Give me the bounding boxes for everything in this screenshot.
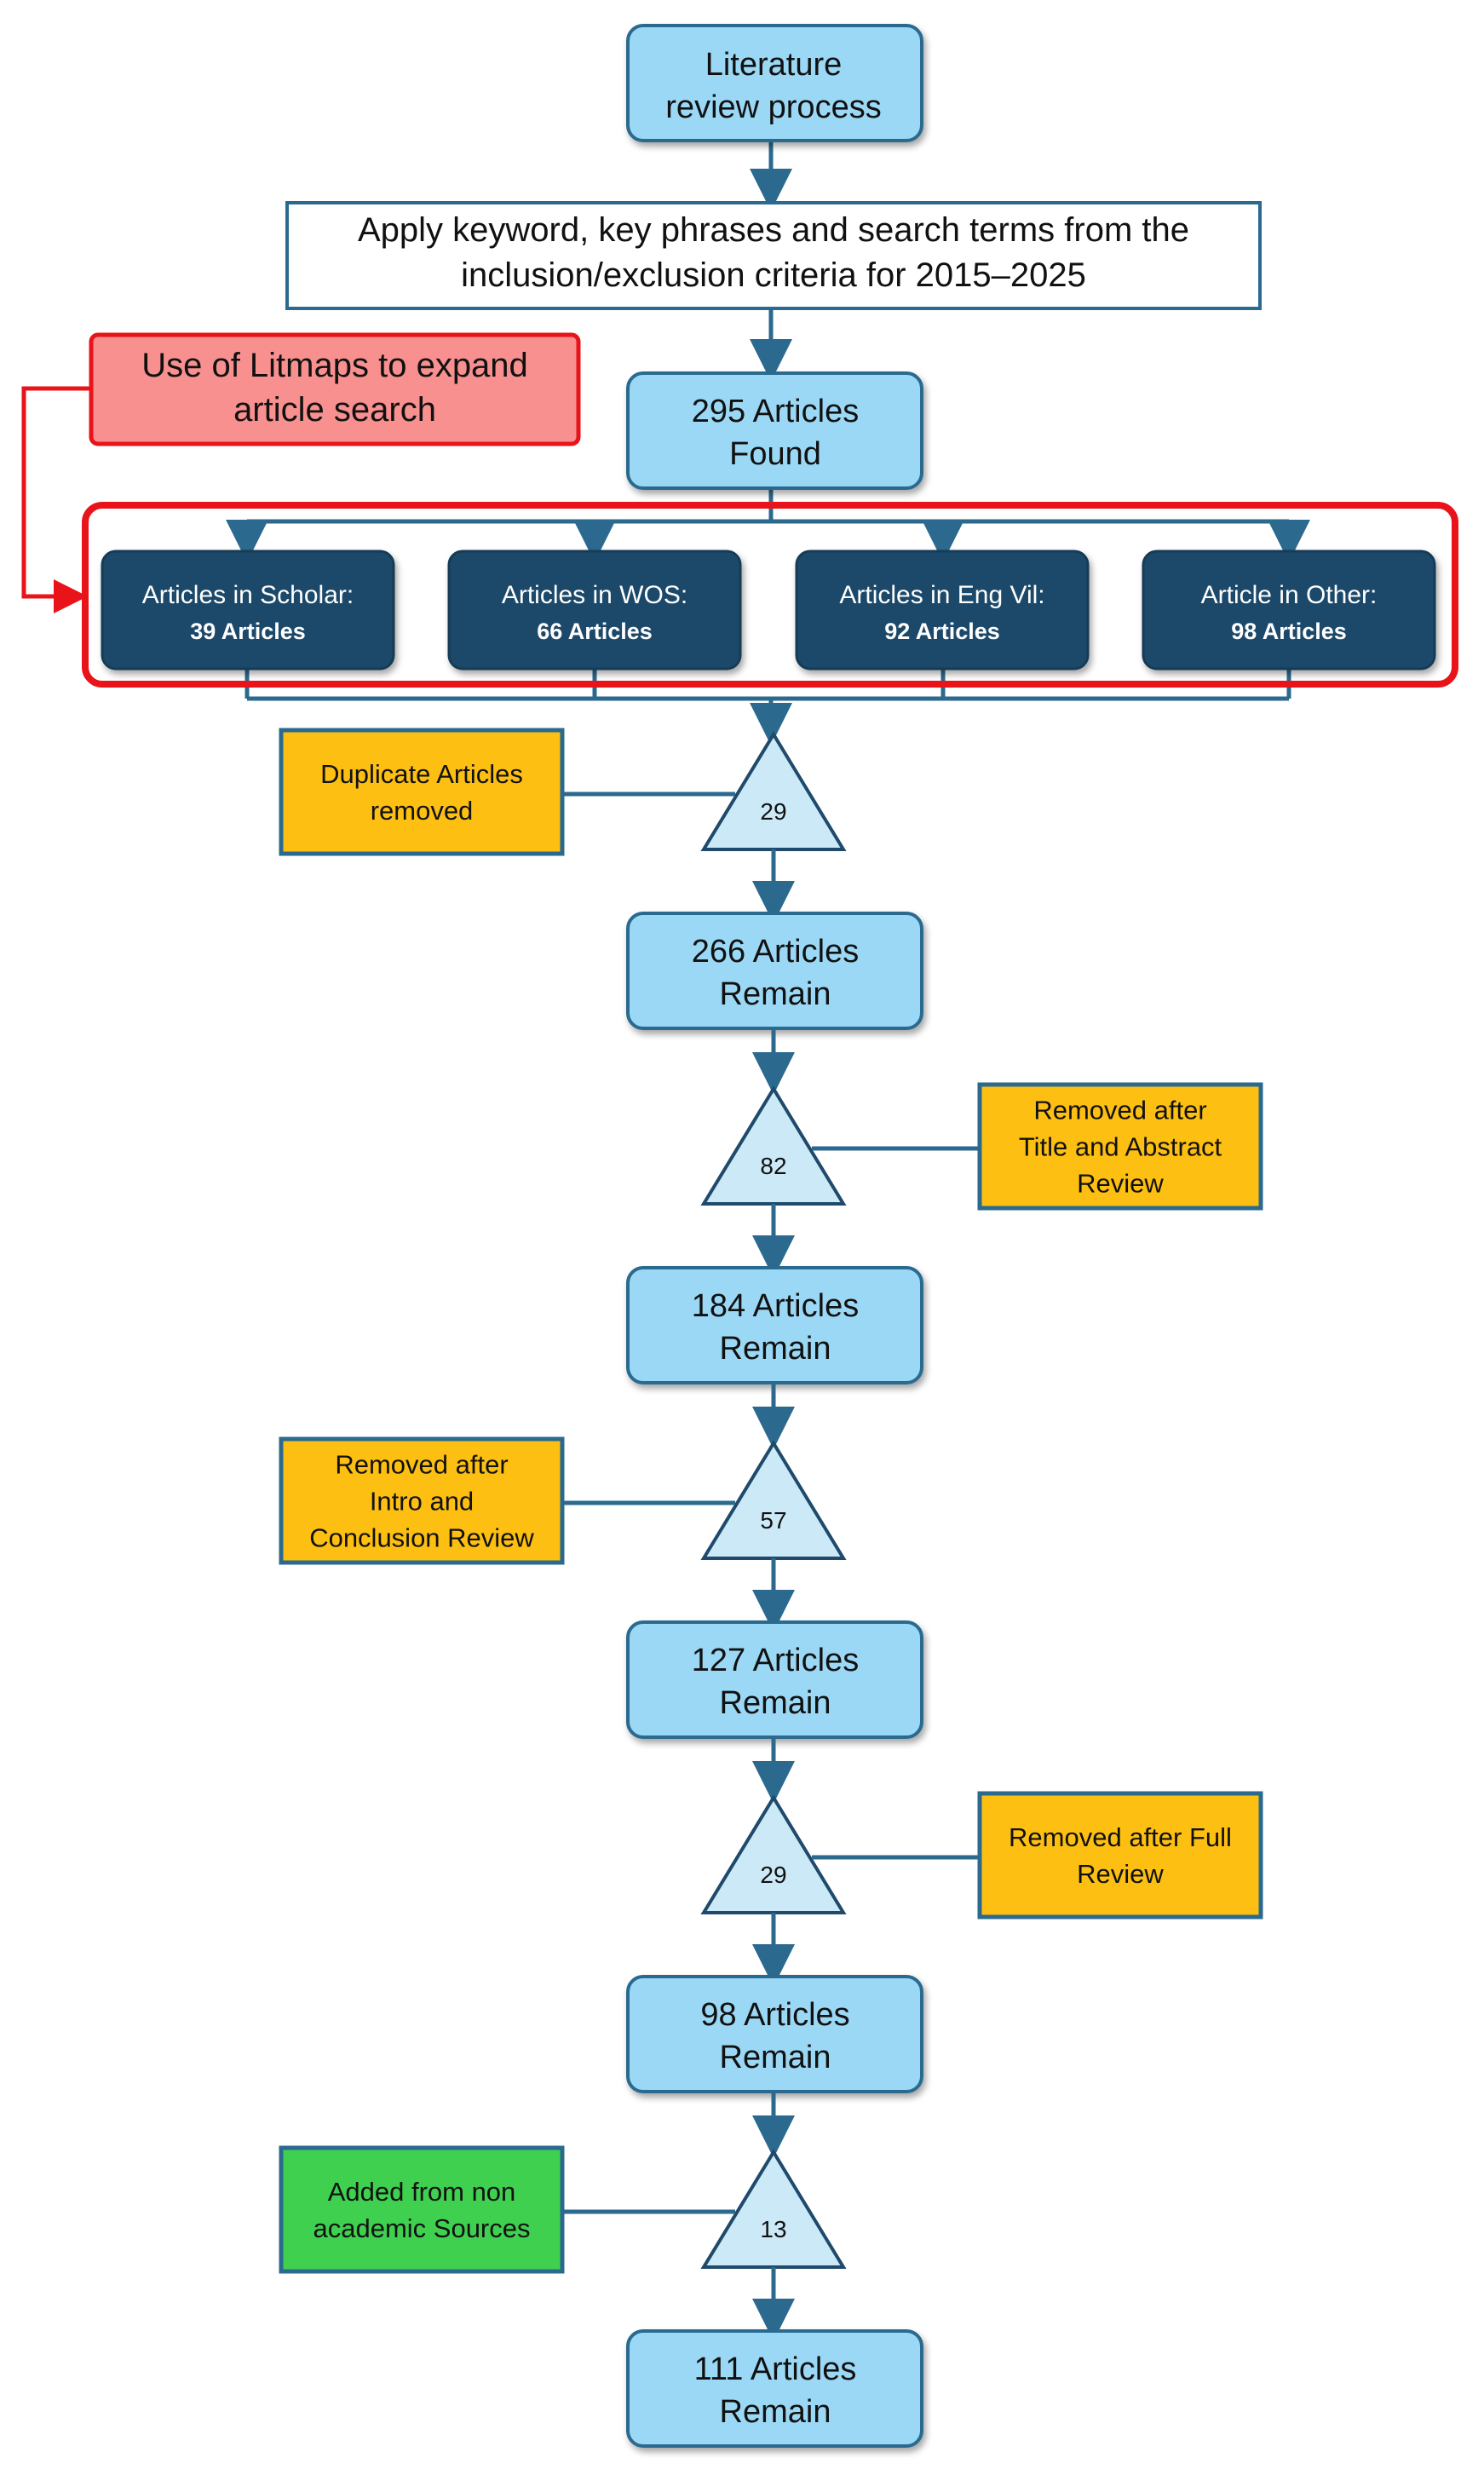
litmaps-note [89,332,581,446]
found-box [626,371,923,490]
remain-label: Remain [720,2394,831,2430]
note-line: academic Sources [313,2213,530,2243]
triangle-count: 13 [760,2216,786,2242]
litmaps-line1: Use of Litmaps to expand [141,347,528,384]
source-box: Article in Other: 98 Articles [1142,550,1436,671]
criteria-box [285,201,1262,310]
source-label: Articles in Eng Vil: [839,581,1044,609]
remain-label: Remain [720,1685,831,1721]
source-label: Articles in Scholar: [142,581,354,609]
added-note [279,2145,565,2274]
triangle-count: 29 [760,798,786,825]
litmaps-arrow [21,386,91,613]
note-line: removed [371,796,474,826]
note-line: Duplicate Articles [320,759,523,789]
triangle-count: 82 [760,1153,786,1179]
start-title-line2: review process [665,89,881,125]
remain-label: Remain [720,2040,831,2075]
found-line2: Found [729,436,821,472]
note-line: Review [1077,1859,1164,1889]
source-box: Articles in Eng Vil: 92 Articles [795,550,1090,671]
remain-count: 266 Articles [692,934,859,970]
source-label: Articles in WOS: [502,581,687,609]
source-box: Articles in Scholar: 39 Articles [101,550,395,671]
removed-note [279,1436,565,1565]
source-count: 39 Articles [190,619,306,644]
litmaps-line2: article search [233,391,436,429]
remain-count: 98 Articles [700,1997,849,2033]
remain-label: Remain [720,976,831,1012]
criteria-line2: inclusion/exclusion criteria for 2015–20… [461,256,1086,294]
found-line1: 295 Articles [692,394,859,429]
note-line: Removed after [1033,1096,1206,1125]
source-box: Articles in WOS: 66 Articles [447,550,742,671]
start-title-line1: Literature [705,47,843,83]
removed-note [279,728,565,856]
note-line: Title and Abstract [1019,1132,1222,1162]
remain-count: 111 Articles [694,2351,857,2387]
source-count: 98 Articles [1231,619,1347,644]
remain-label: Remain [720,1331,831,1367]
note-line: Intro and [370,1487,474,1517]
source-label: Article in Other: [1201,581,1378,609]
remain-count: 127 Articles [692,1643,859,1678]
note-line: Removed after Full [1009,1822,1232,1852]
triangle-count: 29 [760,1862,786,1888]
criteria-line1: Apply keyword, key phrases and search te… [358,211,1189,249]
triangle-count: 57 [760,1507,786,1534]
note-line: Review [1077,1169,1164,1199]
removed-note [977,1082,1263,1211]
start-box [626,24,923,142]
note-line: Added from non [328,2177,516,2207]
note-line: Removed after [335,1450,508,1480]
source-boxes: Articles in Scholar:39 ArticlesArticles … [101,550,1436,671]
remain-count: 184 Articles [692,1288,859,1324]
remain-box [626,2329,923,2448]
source-count: 66 Articles [537,619,653,644]
removed-note [977,1791,1263,1920]
sources-highlight-frame [82,502,1458,688]
source-count: 92 Articles [884,619,1000,644]
note-line: Conclusion Review [309,1523,534,1553]
